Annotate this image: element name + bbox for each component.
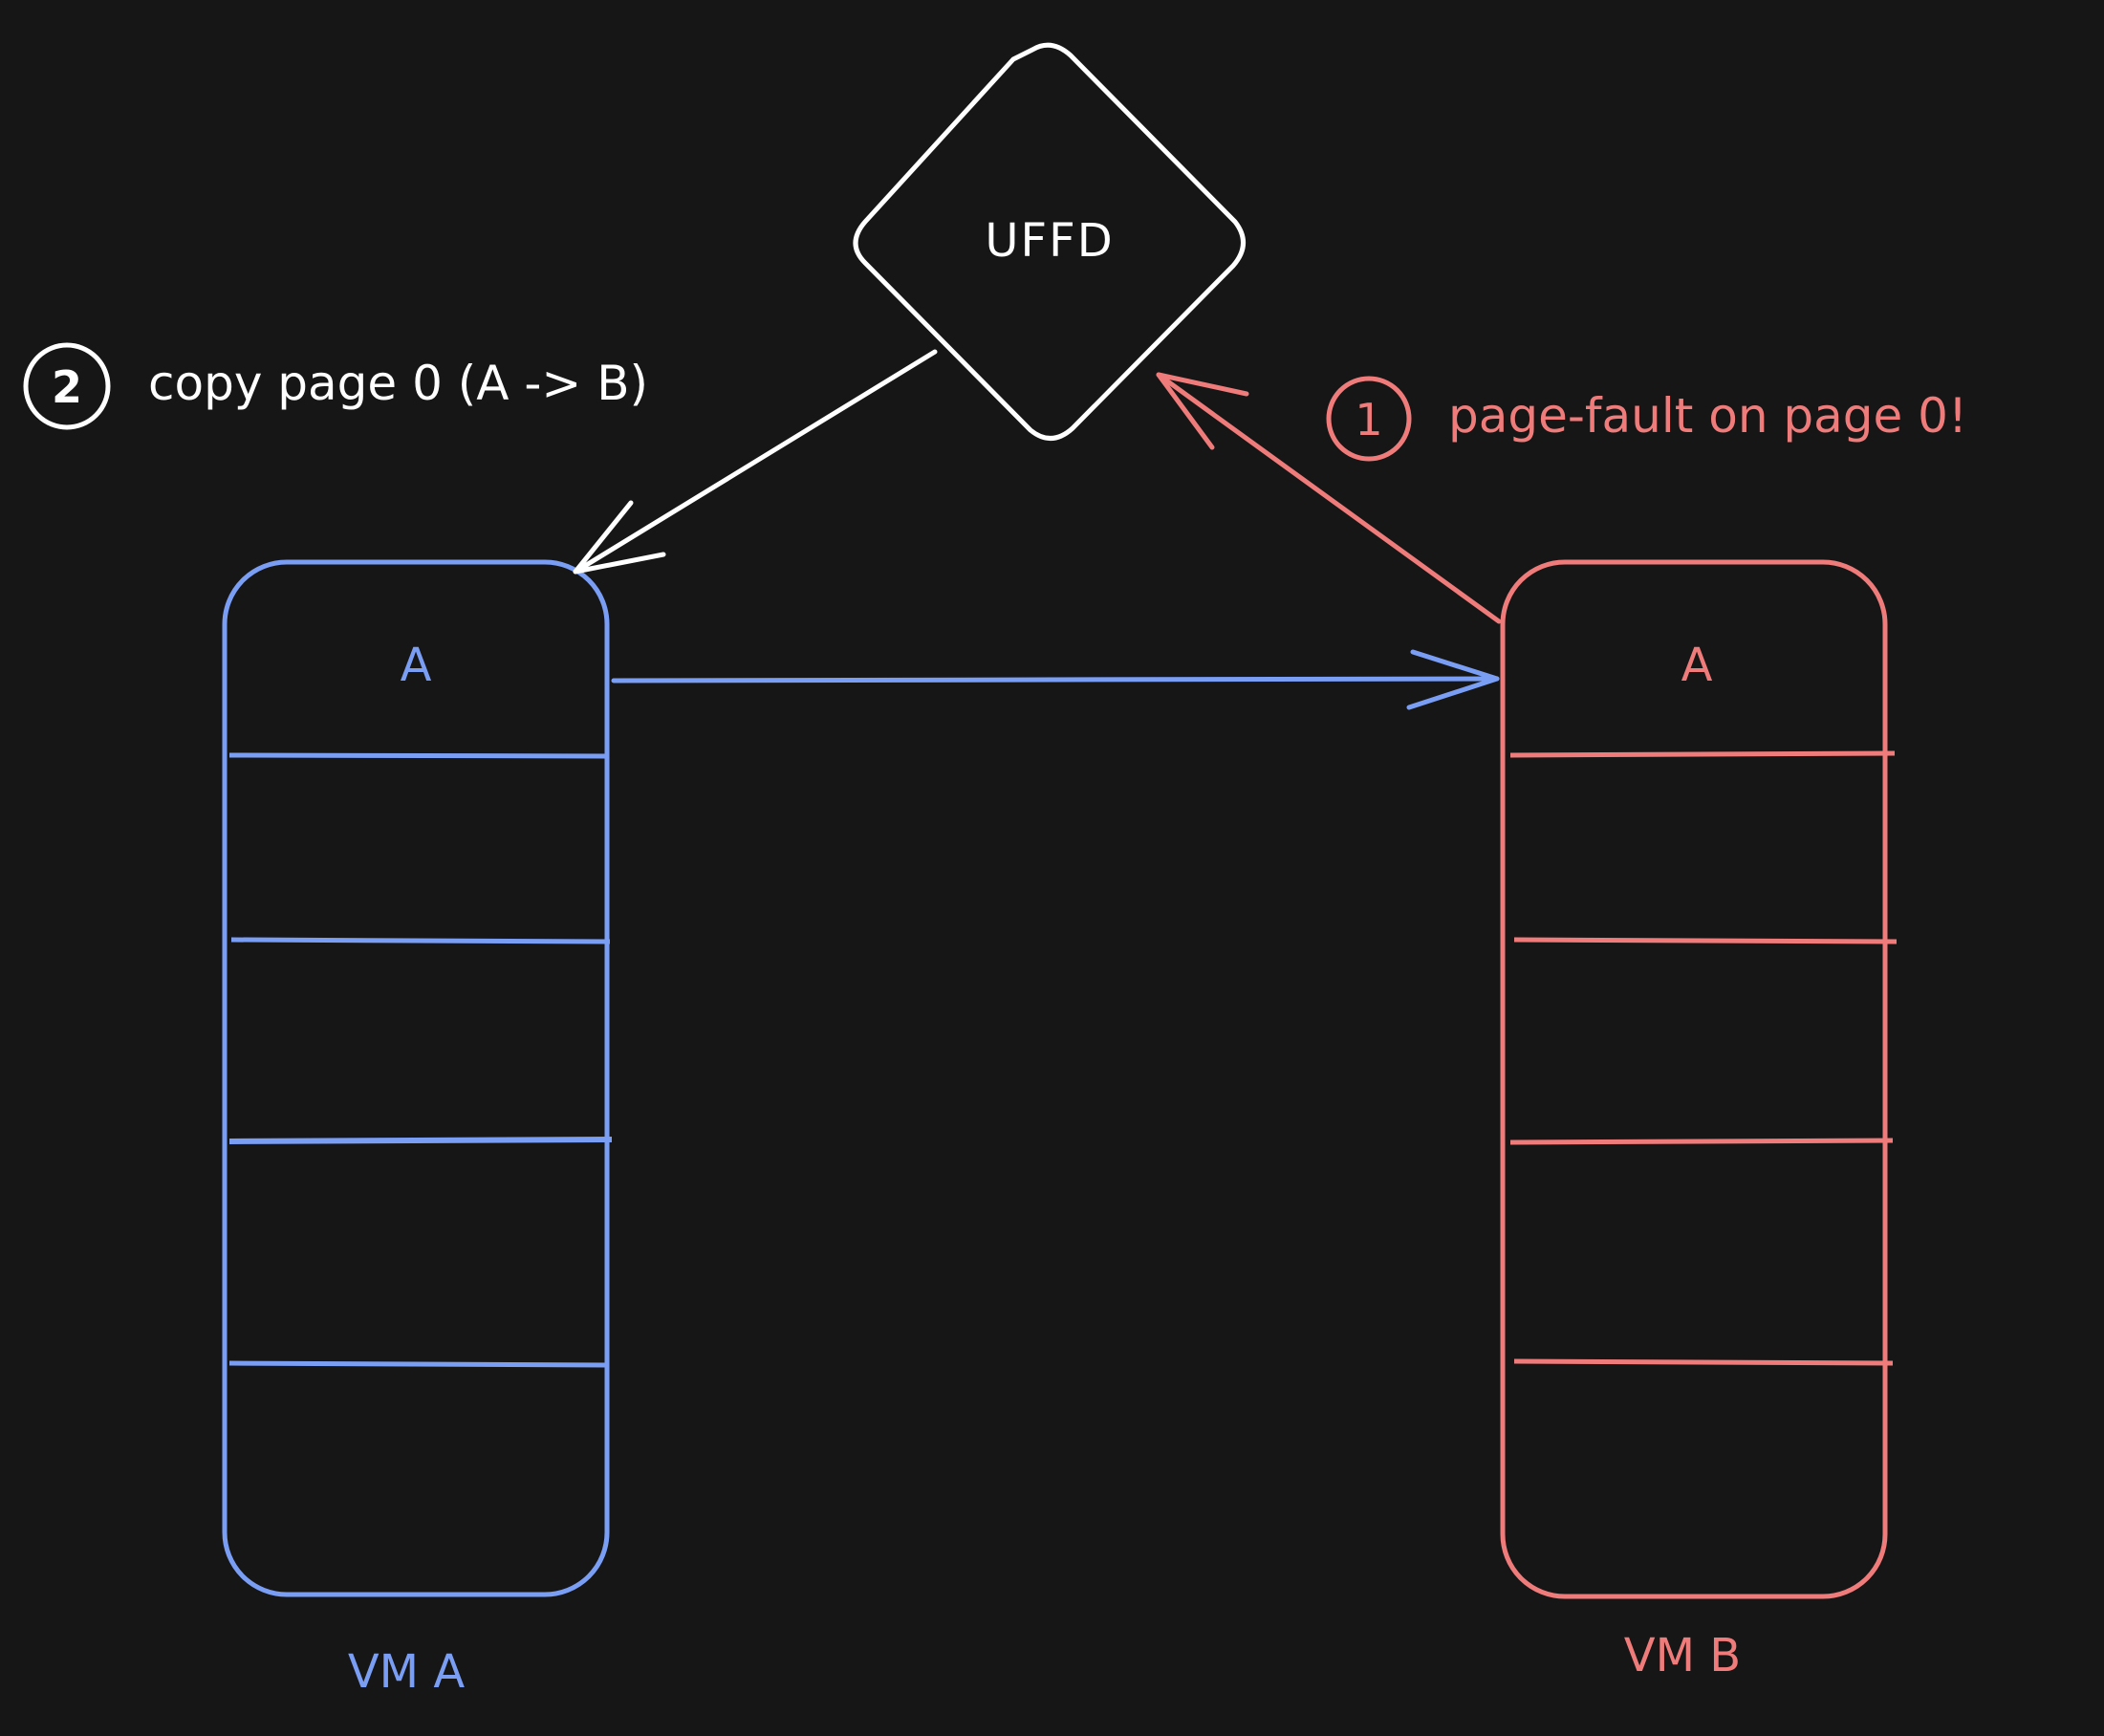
vm-a-memory-box [222, 559, 610, 1597]
uffd-label: UFFD [985, 214, 1114, 268]
vm-b-memory-box [1500, 559, 1888, 1599]
vm-a: A VM A [222, 559, 613, 1699]
vm-b-to-uffd-arrow [1156, 372, 1502, 624]
step-2-text: copy page 0 (A -> B) [148, 356, 648, 411]
vm-b: A VM B [1500, 559, 1898, 1682]
vm-b-page-divider [1509, 750, 1896, 758]
vm-b-to-uffd-arrow-head [1156, 372, 1249, 450]
uffd-diamond [853, 42, 1246, 441]
step-2-badge [23, 342, 111, 430]
copy-arrow-a-to-b [611, 649, 1500, 710]
vm-a-page-divider [228, 1137, 613, 1144]
vm-a-page-divider [228, 1360, 609, 1368]
vm-a-page-divider [230, 937, 611, 944]
step-2-annotation: 2 copy page 0 (A -> B) [23, 342, 648, 430]
step-1-number: 1 [1355, 394, 1382, 445]
step-1-badge [1326, 376, 1412, 462]
uffd-to-vm-a-arrow [573, 349, 938, 575]
step-2-number: 2 [52, 361, 82, 413]
vm-b-page-divider [1513, 937, 1898, 944]
vm-b-page-0-label: A [1681, 639, 1713, 692]
vm-a-name: VM A [348, 1645, 466, 1699]
step-1-text: page-fault on page 0! [1448, 388, 1967, 444]
vm-b-name: VM B [1624, 1629, 1741, 1682]
step-1-annotation: 1 page-fault on page 0! [1326, 376, 1967, 462]
uffd-to-vm-a-arrow-head [573, 500, 666, 575]
uffd-node: UFFD [853, 42, 1246, 441]
vm-b-page-divider [1513, 1358, 1894, 1366]
vm-a-page-divider [228, 752, 610, 759]
copy-arrow-head [1406, 649, 1500, 710]
vm-b-page-divider [1509, 1138, 1894, 1145]
vm-a-page-0-label: A [401, 639, 432, 692]
